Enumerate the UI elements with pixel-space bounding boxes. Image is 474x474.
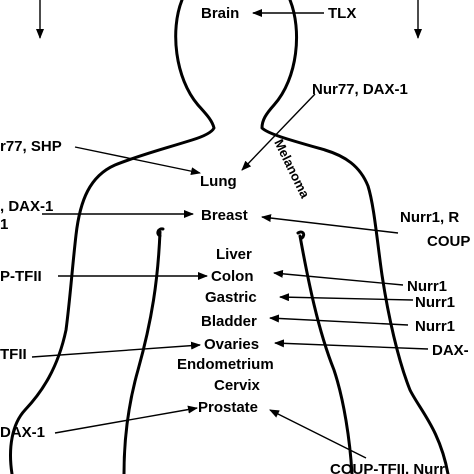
nurr1-colon-arrow [273,269,404,286]
receptor-nur77-dax1: Nur77, DAX-1 [312,81,408,98]
nurr1-breast-arrow [261,214,399,234]
organ-ovaries: Ovaries [204,336,259,353]
organ-lung: Lung [200,173,237,190]
dax-ovaries-arrow [274,339,429,350]
organ-liver: Liver [216,246,252,263]
organ-prostate: Prostate [198,399,258,416]
receptor-tfii-left: TFII [0,346,27,363]
receptor-dax1-bottom: DAX-1 [0,424,45,441]
receptor-dax-right: DAX- [432,342,469,359]
tfii-ovaries-arrow [31,341,201,358]
dax1-prostate-arrow [54,405,198,434]
nurr1-bladder-arrow [269,314,409,326]
organ-breast: Breast [201,207,248,224]
nur77-lung-arrow [241,93,316,171]
organ-melanoma: Melanoma [271,137,313,201]
receptor-one-left: 1 [0,216,8,233]
receptor-nurr1-colon: Nurr1 [407,278,447,295]
receptor-tlx: TLX [328,5,356,22]
receptor-nurr1-r: Nurr1, R [400,209,459,226]
organ-colon: Colon [211,268,254,285]
nurr1-gastric-arrow [279,293,414,302]
coup-prostate-arrow [269,409,367,459]
receptor-dax1-left: , DAX-1 [0,198,53,215]
organ-bladder: Bladder [201,313,257,330]
organ-gastric: Gastric [205,289,257,306]
receptor-r77-shp: r77, SHP [0,138,62,155]
receptor-p-tfii: P-TFII [0,268,42,285]
organ-brain: Brain [201,5,239,22]
receptor-coup-right: COUP [427,233,470,250]
receptor-nurr1-gastric: Nurr1 [415,294,455,311]
receptor-nurr1-bladder: Nurr1 [415,318,455,335]
organ-cervix: Cervix [214,377,261,394]
receptor-coup-tfii-nurr: COUP-TFII, Nurr [330,461,445,474]
organ-endometrium: Endometrium [177,356,274,373]
shp-lung-arrow [74,146,201,176]
body-silhouette [9,0,450,474]
